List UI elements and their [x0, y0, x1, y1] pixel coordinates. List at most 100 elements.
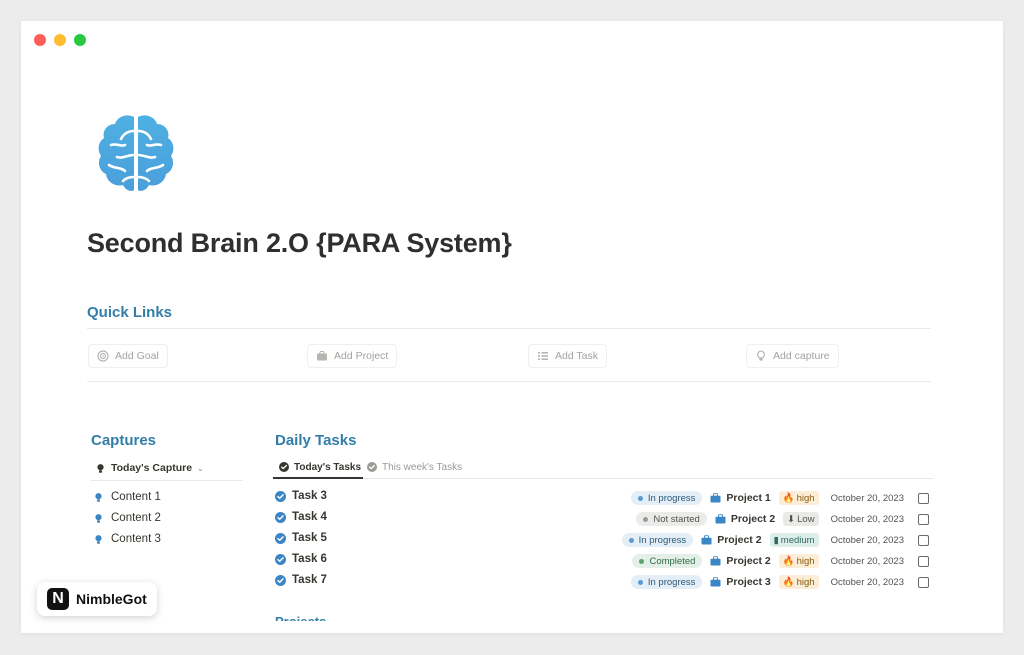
lightbulb-icon: [95, 513, 102, 523]
tab-this-weeks-tasks[interactable]: This week's Tasks: [367, 458, 462, 476]
capture-item[interactable]: Content 1: [93, 489, 161, 505]
priority-badge[interactable]: ▮medium: [769, 533, 819, 547]
check-circle-icon: [279, 462, 289, 472]
task-name[interactable]: Task 4: [275, 511, 327, 523]
project-link[interactable]: Project 2: [715, 513, 775, 525]
task-name[interactable]: Task 3: [275, 490, 327, 502]
task-checkbox[interactable]: [918, 513, 929, 525]
check-circle-icon: [275, 532, 286, 544]
app-window: Second Brain 2.O {PARA System} Quick Lin…: [21, 21, 1003, 633]
divider: [91, 480, 243, 481]
project-label: Project 2: [717, 534, 762, 546]
status-dot: [639, 558, 645, 564]
status-badge[interactable]: In progress: [630, 491, 703, 505]
status-label: In progress: [647, 492, 696, 504]
status-badge[interactable]: Not started: [636, 512, 707, 526]
add-capture-button[interactable]: Add capture: [746, 344, 839, 368]
task-name[interactable]: Task 7: [275, 574, 327, 586]
captures-view-selector[interactable]: Today's Capture ⌄: [95, 460, 204, 476]
add-task-label: Add Task: [555, 350, 598, 362]
capture-item-label: Content 1: [111, 491, 161, 503]
divider: [273, 478, 933, 479]
priority-badge[interactable]: ⬇Low: [783, 512, 819, 526]
capture-item[interactable]: Content 2: [93, 510, 161, 526]
status-label: In progress: [647, 576, 696, 588]
check-circle-icon: [275, 553, 286, 565]
task-name[interactable]: Task 6: [275, 553, 327, 565]
status-dot: [637, 495, 643, 501]
project-link[interactable]: Project 2: [710, 555, 771, 567]
briefcase-icon: [710, 556, 721, 566]
priority-label: high: [796, 492, 815, 504]
briefcase-icon: [317, 351, 327, 361]
page-title: Second Brain 2.O {PARA System}: [87, 228, 512, 258]
add-capture-label: Add capture: [773, 350, 830, 362]
captures-view-label: Today's Capture: [111, 462, 193, 474]
priority-icon: ⬇: [787, 513, 796, 525]
project-link[interactable]: Project 3: [710, 576, 771, 588]
brain-icon[interactable]: [93, 111, 179, 197]
briefcase-icon: [710, 577, 721, 587]
status-dot: [643, 516, 649, 522]
priority-label: high: [796, 576, 815, 588]
zoom-window-button[interactable]: [74, 34, 86, 46]
project-label: Project 2: [726, 555, 771, 567]
table-row[interactable]: Task 3 In progress Project 1 🔥high October 2…: [273, 489, 933, 507]
task-checkbox[interactable]: [918, 534, 929, 546]
capture-item[interactable]: Content 3: [93, 531, 161, 547]
project-label: Project 2: [730, 513, 776, 525]
add-task-button[interactable]: Add Task: [528, 344, 607, 368]
priority-icon: 🔥: [782, 555, 795, 567]
priority-badge[interactable]: 🔥high: [778, 575, 819, 589]
project-link[interactable]: Project 2: [701, 534, 762, 546]
lightbulb-icon: [95, 492, 102, 502]
add-project-label: Add Project: [334, 350, 389, 362]
project-link[interactable]: Project 1: [710, 492, 771, 504]
check-circle-icon: [367, 462, 377, 472]
add-goal-button[interactable]: Add Goal: [88, 344, 168, 368]
lightbulb-icon: [97, 463, 104, 473]
status-badge[interactable]: In progress: [621, 533, 694, 547]
priority-label: high: [796, 555, 815, 567]
task-checkbox[interactable]: [918, 576, 929, 588]
status-dot: [628, 537, 634, 543]
tab-todays-tasks[interactable]: Today's Tasks: [279, 458, 361, 476]
check-circle-icon: [275, 511, 286, 523]
status-label: Not started: [653, 513, 700, 525]
close-window-button[interactable]: [34, 34, 46, 46]
task-date: October 20, 2023: [830, 534, 904, 546]
add-project-button[interactable]: Add Project: [307, 344, 398, 368]
status-badge[interactable]: In progress: [630, 575, 703, 589]
task-name-label: Task 4: [292, 511, 327, 523]
table-row[interactable]: Task 5 In progress Project 2 ▮medium October…: [273, 531, 933, 549]
lightbulb-icon: [756, 350, 766, 361]
tab-label: This week's Tasks: [382, 461, 463, 473]
project-label: Project 1: [726, 492, 771, 504]
task-date: October 20, 2023: [830, 492, 904, 504]
priority-label: medium: [780, 534, 815, 546]
task-name[interactable]: Task 5: [275, 532, 327, 544]
priority-badge[interactable]: 🔥high: [778, 491, 819, 505]
status-label: Completed: [649, 555, 696, 567]
check-circle-icon: [275, 574, 286, 586]
add-goal-label: Add Goal: [115, 350, 159, 362]
status-badge[interactable]: Completed: [632, 554, 703, 568]
task-date: October 20, 2023: [830, 513, 904, 525]
divider: [87, 328, 931, 329]
task-checkbox[interactable]: [918, 555, 929, 567]
task-checkbox[interactable]: [918, 492, 929, 504]
brand-name: NimbleGot: [76, 591, 147, 607]
table-row[interactable]: Task 4 Not started Project 2 ⬇Low October 20…: [273, 510, 933, 528]
priority-badge[interactable]: 🔥high: [778, 554, 819, 568]
chevron-down-icon: ⌄: [197, 463, 204, 473]
minimize-window-button[interactable]: [54, 34, 66, 46]
status-label: In progress: [638, 534, 687, 546]
task-properties: In progress Project 2 ▮medium October 20, 2…: [621, 531, 929, 549]
task-properties: In progress Project 1 🔥high October 20, 202…: [630, 489, 929, 507]
nimblegot-logo: N: [47, 588, 69, 610]
task-name-label: Task 7: [292, 574, 327, 586]
